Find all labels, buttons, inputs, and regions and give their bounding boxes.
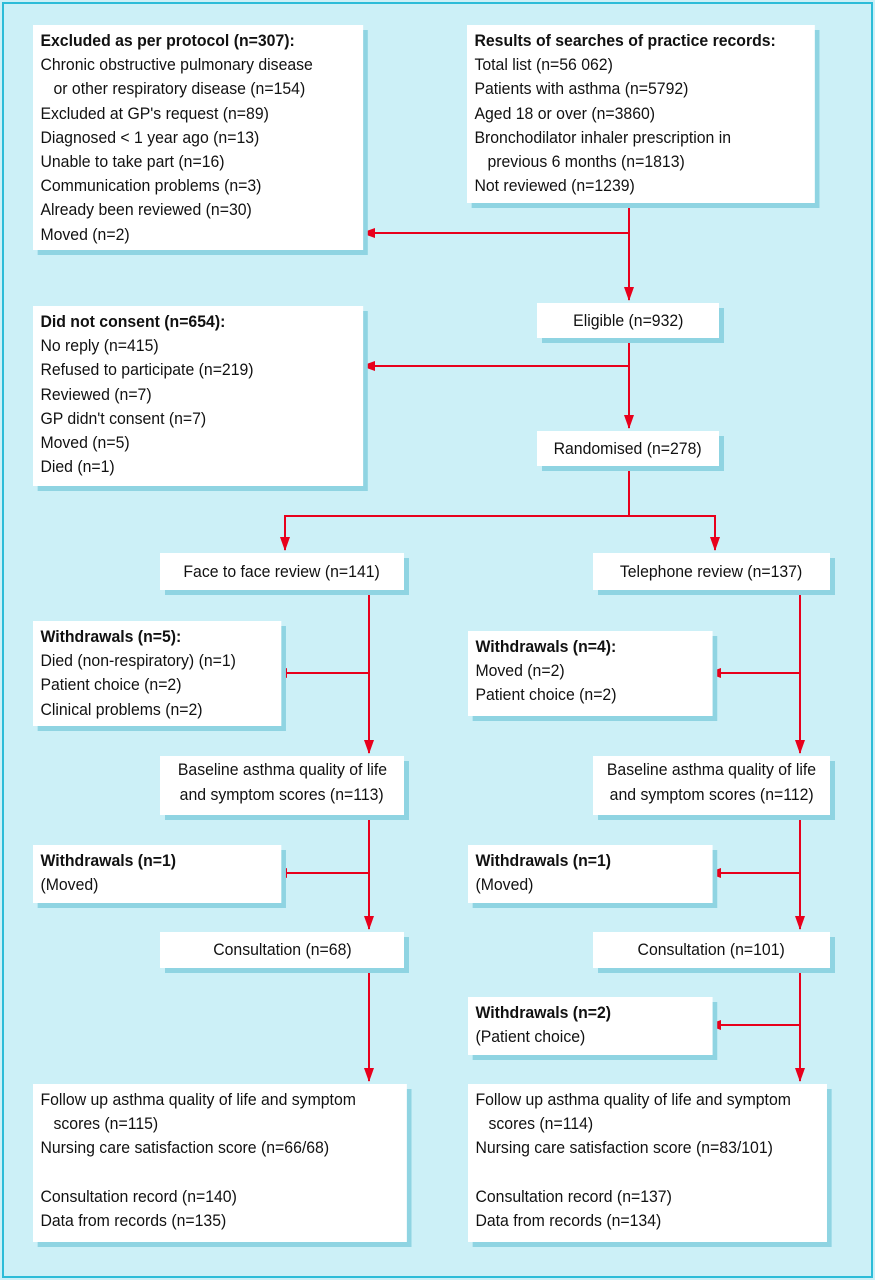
list-item: No reply (n=415) bbox=[40, 336, 159, 356]
randomised-box: Randomised (n=278) bbox=[537, 431, 719, 466]
face-baseline-line1: Baseline asthma quality of life bbox=[177, 760, 387, 779]
split-connector-right bbox=[629, 515, 720, 551]
face-consultation-label: Consultation (n=68) bbox=[212, 940, 352, 959]
telephone-withdrawals-3-title: Withdrawals (n=2) bbox=[475, 1003, 612, 1022]
list-item: Data from records (n=134) bbox=[475, 1210, 662, 1230]
list-item: Nursing care satisfaction score (n=66/68… bbox=[40, 1138, 330, 1158]
spacer bbox=[40, 1161, 399, 1185]
list-item: Aged 18 or over (n=3860) bbox=[474, 103, 656, 123]
list-item: Moved (n=2) bbox=[40, 224, 130, 244]
list-item: Total list (n=56 062) bbox=[474, 55, 613, 75]
face-withdrawals-1-box: Withdrawals (n=5): Died (non-respiratory… bbox=[33, 621, 282, 726]
telephone-withdrawals-1-box: Withdrawals (n=4): Moved (n=2) Patient c… bbox=[468, 631, 713, 716]
list-item: Consultation record (n=137) bbox=[475, 1186, 672, 1206]
telephone-consultation-label: Consultation (n=101) bbox=[637, 940, 786, 959]
search-results-title: Results of searches of practice records: bbox=[474, 31, 776, 50]
search-results-box: Results of searches of practice records:… bbox=[467, 25, 815, 203]
list-item: Follow up asthma quality of life and sym… bbox=[475, 1090, 791, 1109]
list-item: Communication problems (n=3) bbox=[40, 176, 262, 196]
list-item: scores (n=114) bbox=[488, 1114, 594, 1134]
no-consent-box: Did not consent (n=654): No reply (n=415… bbox=[33, 306, 364, 486]
list-item: Nursing care satisfaction score (n=83/10… bbox=[475, 1138, 773, 1158]
list-item: Already been reviewed (n=30) bbox=[40, 200, 252, 220]
face-review-box: Face to face review (n=141) bbox=[160, 553, 404, 590]
telephone-withdrawals-2-title: Withdrawals (n=1) bbox=[475, 851, 612, 870]
face-consultation-box: Consultation (n=68) bbox=[160, 932, 404, 968]
split-connector bbox=[280, 466, 630, 551]
telephone-baseline-line1: Baseline asthma quality of life bbox=[606, 760, 817, 779]
spacer bbox=[475, 1161, 819, 1185]
eligible-label: Eligible (n=932) bbox=[572, 311, 684, 330]
list-item: Data from records (n=135) bbox=[40, 1210, 227, 1230]
list-item: GP didn't consent (n=7) bbox=[40, 408, 207, 428]
face-withdrawals-1-title: Withdrawals (n=5): bbox=[40, 627, 182, 646]
list-item: Unable to take part (n=16) bbox=[40, 152, 225, 172]
face-review-label: Face to face review (n=141) bbox=[183, 562, 381, 581]
excluded-protocol-box: Excluded as per protocol (n=307): Chroni… bbox=[33, 25, 364, 250]
telephone-withdrawals-3-box: Withdrawals (n=2) (Patient choice) bbox=[468, 997, 713, 1055]
no-consent-title: Did not consent (n=654): bbox=[40, 312, 226, 331]
list-item: Clinical problems (n=2) bbox=[40, 699, 203, 719]
face-baseline-line2: and symptom scores (n=113) bbox=[179, 785, 385, 804]
randomised-label: Randomised (n=278) bbox=[553, 439, 703, 458]
list-item: Patient choice (n=2) bbox=[40, 675, 182, 695]
list-item: Not reviewed (n=1239) bbox=[474, 176, 635, 196]
list-item: Refused to participate (n=219) bbox=[40, 360, 254, 380]
face-withdrawals-2-box: Withdrawals (n=1) (Moved) bbox=[33, 845, 282, 903]
telephone-consultation-box: Consultation (n=101) bbox=[593, 932, 830, 968]
telephone-baseline-box: Baseline asthma quality of life and symp… bbox=[593, 756, 830, 815]
list-item: Died (non-respiratory) (n=1) bbox=[40, 651, 236, 671]
face-withdrawals-2-title: Withdrawals (n=1) bbox=[40, 851, 177, 870]
list-item: Moved (n=2) bbox=[475, 661, 565, 681]
list-item: Moved (n=5) bbox=[40, 433, 130, 453]
telephone-withdrawals-1-title: Withdrawals (n=4): bbox=[475, 637, 617, 656]
telephone-baseline-line2: and symptom scores (n=112) bbox=[609, 785, 814, 804]
face-followup-box: Follow up asthma quality of life and sym… bbox=[33, 1084, 407, 1242]
list-item: Diagnosed < 1 year ago (n=13) bbox=[40, 127, 260, 147]
list-item: or other respiratory disease (n=154) bbox=[53, 79, 306, 99]
list-item: Bronchodilator inhaler prescription in bbox=[474, 127, 732, 147]
list-item: Follow up asthma quality of life and sym… bbox=[40, 1090, 356, 1109]
list-item: Excluded at GP's request (n=89) bbox=[40, 103, 269, 123]
list-item: scores (n=115) bbox=[53, 1114, 159, 1134]
list-item: Patients with asthma (n=5792) bbox=[474, 79, 689, 99]
list-item: Consultation record (n=140) bbox=[40, 1186, 237, 1206]
telephone-withdrawals-2-box: Withdrawals (n=1) (Moved) bbox=[468, 845, 713, 903]
excluded-protocol-title: Excluded as per protocol (n=307): bbox=[40, 31, 295, 50]
list-item: (Moved) bbox=[40, 875, 99, 895]
list-item: previous 6 months (n=1813) bbox=[487, 152, 685, 172]
list-item: Chronic obstructive pulmonary disease bbox=[40, 55, 313, 75]
telephone-review-box: Telephone review (n=137) bbox=[593, 553, 830, 590]
list-item: Patient choice (n=2) bbox=[475, 685, 617, 705]
telephone-review-label: Telephone review (n=137) bbox=[620, 562, 803, 581]
eligible-box: Eligible (n=932) bbox=[537, 303, 719, 338]
list-item: (Patient choice) bbox=[475, 1027, 586, 1047]
list-item: Died (n=1) bbox=[40, 457, 115, 477]
telephone-followup-box: Follow up asthma quality of life and sym… bbox=[468, 1084, 827, 1242]
list-item: (Moved) bbox=[475, 875, 534, 895]
list-item: Reviewed (n=7) bbox=[40, 384, 152, 404]
face-baseline-box: Baseline asthma quality of life and symp… bbox=[160, 756, 404, 815]
